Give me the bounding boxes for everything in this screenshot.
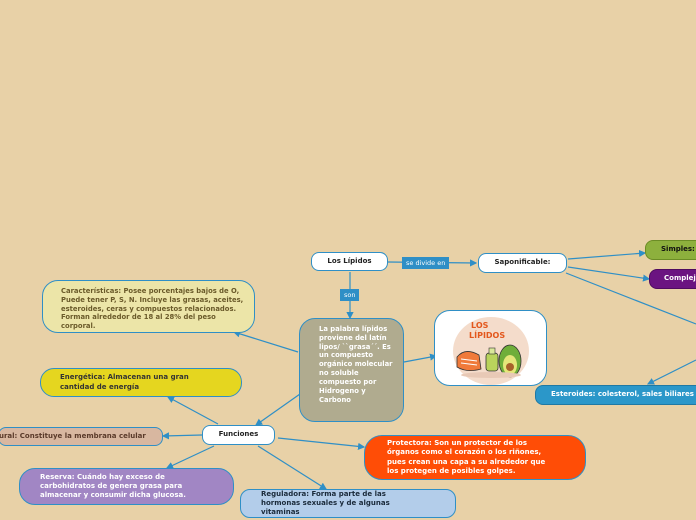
esteroides-node[interactable]: Esteroides: colesterol, sales biliares — [535, 385, 696, 405]
root-node[interactable]: Los Lípidos — [311, 252, 388, 271]
link-right-esteroides — [646, 359, 696, 385]
tag-son: son — [340, 289, 360, 301]
complejos-node[interactable]: Complej — [649, 269, 696, 289]
saponificable-label: Saponificable: — [494, 258, 551, 267]
energetica-node[interactable]: Energética: Almacenan una gran cantidad … — [40, 368, 242, 397]
funciones-label: Funciones — [218, 430, 259, 439]
lipidos-illustration-card: LOS LÍPIDOS — [434, 310, 547, 386]
caracteristicas-label: Características: Posee porcentajes bajos… — [61, 287, 244, 331]
tag-se-divide-en: se divide en — [402, 257, 450, 269]
protectora-node[interactable]: Protectora: Son un protector de los órga… — [364, 435, 586, 480]
link-saponificable-complejos — [567, 266, 651, 282]
link-funciones-estructural — [161, 432, 203, 440]
salmon-icon — [456, 351, 482, 371]
link-definicion-caracteristicas — [232, 330, 299, 353]
protectora-label: Protectora: Son un protector de los órga… — [387, 439, 546, 475]
illustration-title-2: LÍPIDOS — [469, 329, 505, 340]
link-definicion-funciones — [255, 393, 301, 426]
simples-label: Simples: — [661, 245, 695, 254]
reserva-node[interactable]: Reserva: Cuándo hay exceso de carbohidra… — [19, 468, 234, 505]
link-definicion-illustration — [403, 353, 438, 363]
reserva-label: Reserva: Cuándo hay exceso de carbohidra… — [40, 472, 186, 500]
link-saponificable-simples — [567, 249, 647, 260]
link-funciones-protectora — [277, 437, 366, 450]
complejos-label: Complej — [664, 274, 696, 283]
definicion-node[interactable]: La palabra lípidos proviene del latín li… — [299, 318, 404, 422]
root-node-label: Los Lípidos — [327, 256, 372, 265]
saponificable-node[interactable]: Saponificable: — [478, 253, 567, 273]
oil-bottle-icon — [485, 352, 499, 372]
link-funciones-energetica — [166, 396, 219, 425]
esteroides-label: Esteroides: colesterol, sales biliares — [551, 390, 694, 399]
funciones-node[interactable]: Funciones — [202, 425, 275, 445]
illustration-title-1: LOS — [471, 321, 489, 330]
estructural-node[interactable]: ural: Constituye la membrana celular — [0, 427, 163, 446]
link-saponificable-right — [565, 272, 696, 325]
reguladora-node[interactable]: Reguladora: Forma parte de las hormonas … — [240, 489, 456, 518]
link-funciones-reguladora — [257, 445, 328, 490]
simples-node[interactable]: Simples: — [645, 240, 696, 260]
definicion-label: La palabra lípidos proviene del latín li… — [319, 325, 393, 404]
reguladora-label: Reguladora: Forma parte de las hormonas … — [261, 489, 390, 517]
caracteristicas-node[interactable]: Características: Posee porcentajes bajos… — [42, 280, 255, 333]
estructural-label: ural: Constituye la membrana celular — [0, 431, 146, 440]
energetica-label: Energética: Almacenan una gran cantidad … — [60, 373, 189, 391]
link-funciones-reserva — [165, 445, 215, 469]
lipidos-illustration: LOS LÍPIDOS — [453, 317, 529, 385]
